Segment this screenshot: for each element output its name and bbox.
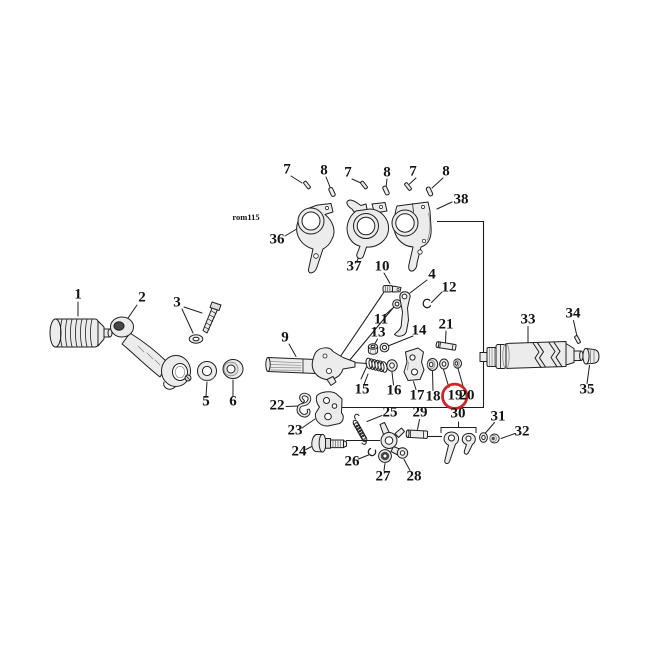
- part-25-spring: [352, 413, 368, 445]
- part-1-shift-peg: [49, 318, 113, 348]
- part-22-spring-clip: [296, 392, 312, 418]
- part-15-spring: [360, 357, 388, 380]
- part-37-shifter-fork: [346, 199, 390, 260]
- highlight-circle-part-19: [441, 382, 469, 410]
- part-2-shift-lever: [110, 316, 192, 390]
- part-36-shifter-fork: [296, 203, 335, 274]
- part-5-washer: [197, 361, 217, 381]
- part-28-lever: [379, 422, 409, 459]
- part-9-shifter-shaft: [265, 347, 356, 386]
- part-10-pawl: [382, 285, 402, 293]
- part-33-shifter-cam: [479, 341, 584, 369]
- part-18-bushing: [426, 358, 439, 371]
- part-7-dowel-pins: [303, 180, 412, 191]
- part-16-washer: [386, 359, 398, 372]
- part-27-bushing: [378, 449, 392, 463]
- part-24-pivot-bolt: [311, 433, 347, 453]
- group-bracket-30: [440, 421, 477, 433]
- part-17-bracket: [403, 347, 425, 381]
- leader-lines: [77, 175, 590, 471]
- part-8-pins: [328, 185, 434, 197]
- part-19-washer: [439, 358, 449, 370]
- part-30-pawls: [443, 431, 476, 465]
- part-20-nut: [453, 358, 462, 369]
- part-13-nut: [367, 343, 379, 355]
- part-34-pin: [574, 335, 581, 344]
- part-6-bushing: [222, 359, 244, 379]
- part-4-lever-arm: [394, 291, 411, 337]
- part-14-washer: [379, 342, 390, 353]
- part-26-clip: [367, 447, 377, 457]
- part-29-pin: [405, 429, 429, 439]
- part-38-shifter-fork: [391, 201, 432, 272]
- part-3-screw-and-washer: [188, 301, 222, 344]
- part-23-plate: [314, 391, 344, 427]
- part-35-end-cap: [582, 347, 600, 365]
- part-32-nut: [489, 433, 500, 444]
- part-12-clip: [422, 298, 432, 309]
- part-21-pin: [435, 341, 457, 351]
- part-31-washer: [479, 432, 488, 443]
